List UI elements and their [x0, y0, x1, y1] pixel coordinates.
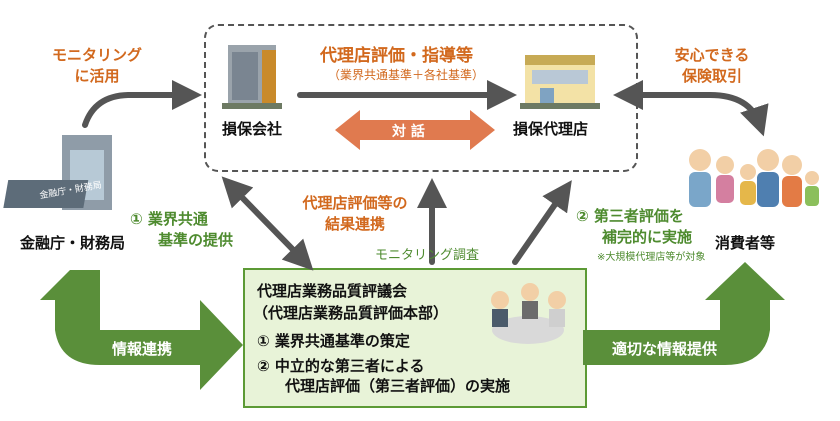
safe-line2: 保険取引: [681, 67, 742, 85]
result-line2: 結果連携: [324, 215, 385, 233]
proper-info-label: 適切な情報提供: [612, 340, 718, 358]
provide-line1: ① 業界共通: [130, 210, 208, 228]
result-link-label: 代理店評価等の 結果連携: [290, 192, 420, 234]
arrow-insurer-council: [221, 176, 314, 271]
monitoring-use-label: モニタリング に活用: [42, 44, 152, 86]
info-link-arrow: [40, 270, 243, 390]
evaluation-subtitle: （業界共通基準＋各社基準）: [328, 68, 485, 82]
dialogue-label: 対 話: [392, 124, 425, 140]
council-item1: ① 業界共通基準の策定: [257, 332, 410, 350]
provide-standard-label: ① 業界共通 基準の提供: [130, 208, 233, 250]
arrow-council-agency: [512, 180, 572, 265]
insurer-building-icon: [222, 45, 282, 109]
fsa-label: 金融庁・財務局: [20, 234, 126, 252]
monitoring-use-line1: モニタリング: [51, 46, 142, 64]
proper-info-arrow: [583, 262, 785, 365]
monitoring-survey-label: モニタリング調査: [375, 248, 480, 263]
insurer-label: 損保会社: [222, 120, 283, 138]
meeting-illustration: [491, 283, 566, 344]
result-line1: 代理店評価等の: [302, 194, 408, 212]
council-item2-line1: ② 中立的な第三者による: [257, 357, 425, 375]
monitoring-use-line2: に活用: [74, 67, 120, 85]
third-line1: ② 第三者評価を: [576, 207, 684, 225]
council-title: 代理店業務品質評議会: [257, 282, 408, 300]
council-item2-line2: 代理店評価（第三者評価）の実施: [285, 377, 511, 395]
agency-building-icon: [520, 55, 600, 109]
third-party-label: ② 第三者評価を 補完的に実施: [576, 205, 692, 247]
dialogue-arrow: [335, 110, 495, 150]
council-subtitle: （代理店業務品質評価本部）: [253, 304, 449, 322]
third-line2: 補完的に実施: [602, 228, 693, 246]
evaluation-title: 代理店評価・指導等: [320, 46, 473, 66]
agency-label: 損保代理店: [513, 120, 589, 138]
consumers-illustration: [689, 149, 819, 207]
arrow-fsa-to-insurer: [82, 80, 202, 128]
info-link-label: 情報連携: [112, 340, 173, 358]
fsa-building-icon: [3, 135, 112, 210]
safe-line1: 安心できる: [674, 46, 750, 64]
arrow-agency-consumers: [613, 80, 769, 137]
safe-transaction-label: 安心できる 保険取引: [662, 44, 762, 86]
consumers-label: 消費者等: [715, 234, 776, 252]
provide-line2: 基準の提供: [158, 231, 234, 249]
third-party-note: ※大規模代理店等が対象: [597, 252, 706, 263]
